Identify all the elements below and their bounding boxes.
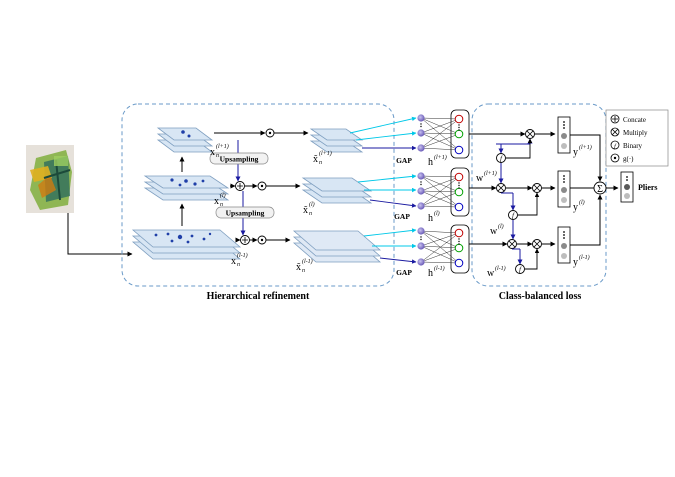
svg-text:x̃: x̃ (303, 205, 308, 216)
gap-label-top: GAP (396, 156, 412, 165)
class-balanced-loss-title: Class-balanced loss (499, 291, 582, 302)
upsampling-label-bottom: Upsampling (226, 209, 265, 218)
svg-text:Σ: Σ (597, 184, 603, 195)
svg-text:(l): (l) (498, 223, 504, 230)
svg-text:h: h (428, 268, 433, 279)
svg-text:(l): (l) (579, 199, 585, 206)
xtilde-label-bottom: x̃ n (l-1) (296, 258, 313, 274)
svg-text:x: x (210, 147, 215, 158)
y-vector-mid (557, 170, 571, 208)
svg-text:(l+1): (l+1) (484, 170, 497, 177)
legend-binary: Binary (623, 142, 643, 150)
h-label-top: h (l+1) (428, 154, 447, 168)
svg-text:w: w (490, 226, 498, 237)
svg-text:x̃: x̃ (296, 262, 301, 273)
svg-text:(l): (l) (434, 210, 440, 217)
fc-block-mid (417, 167, 470, 217)
class-balanced-loss-panel (471, 103, 607, 287)
svg-text:f: f (614, 143, 617, 150)
y-label-bottom: y (l-1) (573, 254, 590, 268)
legend-g: g(·) (623, 155, 634, 163)
svg-text:n: n (216, 153, 219, 159)
gap-arrows (349, 116, 417, 264)
svg-text:(l-1): (l-1) (434, 265, 445, 272)
fc-block-bottom (417, 224, 470, 274)
final-output-vector (620, 171, 634, 203)
svg-text:f: f (512, 212, 515, 220)
w-label-top: w (l+1) (476, 170, 497, 184)
svg-text:(l-1): (l-1) (302, 258, 313, 265)
svg-text:y: y (573, 202, 578, 213)
upsampling-label-top: Upsampling (220, 155, 259, 164)
svg-text:(l-1): (l-1) (495, 265, 506, 272)
svg-text:h: h (428, 157, 433, 168)
gap-label-mid: GAP (394, 212, 410, 221)
svg-text:(l+1): (l+1) (579, 144, 592, 151)
svg-text:(l-1): (l-1) (237, 252, 248, 259)
xtilde-label-mid: x̃ n (l) (303, 201, 315, 217)
binary-icon (610, 140, 620, 150)
hierarchical-refinement-title: Hierarchical refinement (207, 291, 310, 302)
svg-text:n: n (302, 268, 305, 274)
upsampling-block-bottom: Upsampling (215, 206, 275, 219)
x-label-bottom: x n (l-1) (231, 252, 248, 268)
binary-mid (508, 210, 518, 220)
svg-text:x: x (214, 196, 219, 207)
svg-text:(l+1): (l+1) (216, 143, 229, 150)
svg-text:y: y (573, 147, 578, 158)
svg-text:(l): (l) (220, 192, 226, 199)
fc-block-top (417, 109, 470, 159)
legend-concate: Concate (623, 116, 646, 124)
svg-text:x̃: x̃ (313, 154, 318, 165)
binary-bottom (515, 264, 525, 274)
w-label-mid: w (l) (490, 223, 504, 237)
svg-text:(l+1): (l+1) (319, 150, 332, 157)
refined-stack-top (309, 128, 364, 153)
svg-text:(l-1): (l-1) (579, 254, 590, 261)
legend: Concate Multiply f Binary g(·) (605, 109, 669, 167)
y-label-top: y (l+1) (573, 144, 592, 158)
feature-stack-mid (143, 175, 230, 201)
x-label-top: x n (l+1) (210, 143, 229, 159)
w-label-bottom: w (l-1) (487, 265, 506, 279)
refined-stack-bottom (292, 230, 382, 263)
binary-top (496, 153, 506, 163)
svg-text:f: f (500, 155, 503, 163)
svg-text:w: w (476, 173, 484, 184)
refined-stack-mid (301, 177, 373, 204)
input-xray-image (26, 145, 74, 213)
h-label-bottom: h (l-1) (428, 265, 445, 279)
feature-stack-top (156, 127, 214, 153)
upsampling-block-top: Upsampling (209, 152, 269, 165)
xtilde-label-top: x̃ n (l+1) (313, 150, 332, 166)
x-label-mid: x n (l) (214, 192, 226, 208)
svg-text:n: n (309, 211, 312, 217)
y-label-mid: y (l) (573, 199, 585, 213)
feature-stack-bottom (131, 229, 242, 260)
h-label-mid: h (l) (428, 210, 440, 224)
svg-text:x: x (231, 256, 236, 267)
legend-multiply: Multiply (623, 129, 648, 137)
gap-label-bottom: GAP (396, 268, 412, 277)
svg-text:n: n (220, 202, 223, 208)
svg-text:n: n (237, 262, 240, 268)
y-vector-top (557, 116, 571, 154)
svg-text:f: f (519, 266, 522, 274)
y-vector-bottom (557, 226, 571, 264)
svg-text:(l): (l) (309, 201, 315, 208)
svg-text:(l+1): (l+1) (434, 154, 447, 161)
svg-text:n: n (319, 160, 322, 166)
svg-text:y: y (573, 257, 578, 268)
svg-text:h: h (428, 213, 433, 224)
hierarchical-refinement-panel (121, 103, 395, 287)
svg-text:w: w (487, 268, 495, 279)
final-class-label: Pliers (638, 183, 658, 192)
